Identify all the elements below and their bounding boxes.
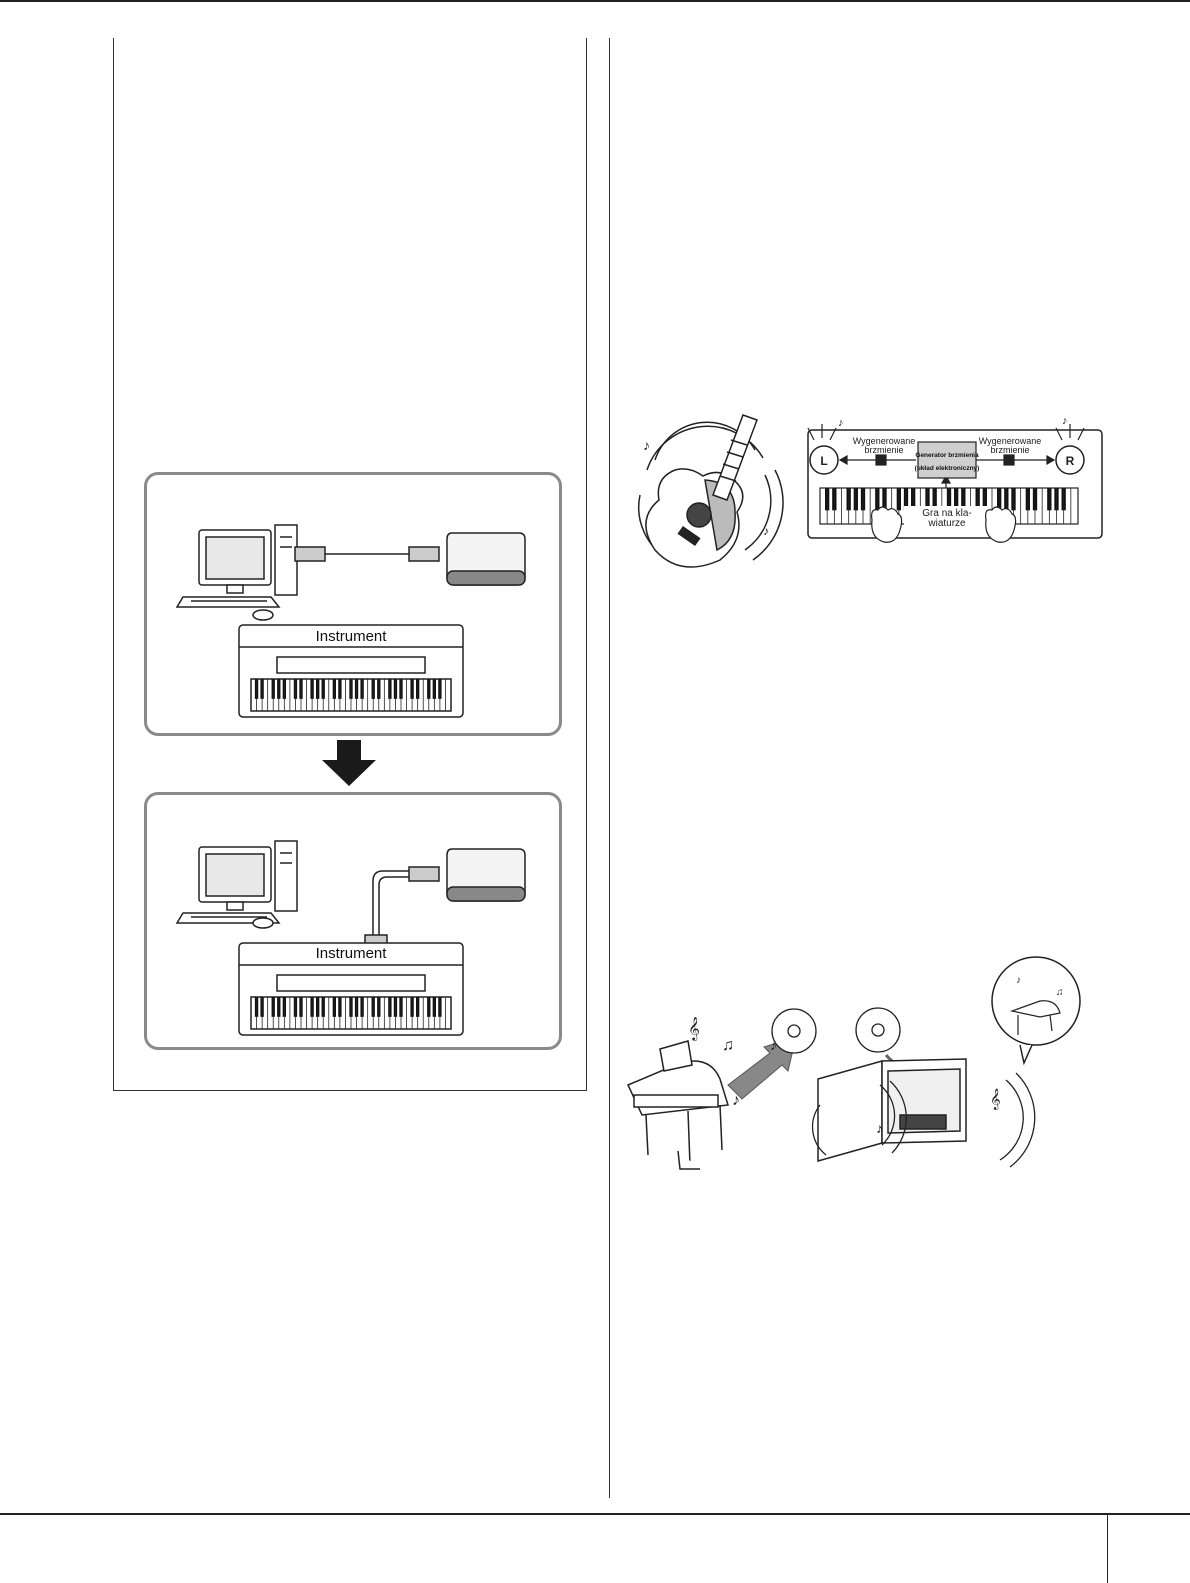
left-speaker-label: L — [820, 454, 827, 468]
music-note-icon: ♪ — [838, 417, 844, 429]
recording-playback-illustration: 𝄞 ♫ ♪ ♪ 𝄞 ♪ ♪ ♫ — [626, 956, 1081, 1170]
column-divider — [609, 38, 610, 1498]
down-arrow-icon — [322, 740, 376, 786]
right-speaker-label: R — [1066, 454, 1075, 468]
music-note-icon: ♪ — [770, 1037, 777, 1053]
connection-panel-before: Instrument — [144, 472, 562, 736]
connection-panel-after: Instrument — [144, 792, 562, 1050]
grand-piano-icon — [626, 1040, 729, 1170]
keyboard-keys — [250, 679, 446, 711]
top-rule — [0, 0, 1190, 2]
right-output-label: brzmienie — [990, 445, 1029, 455]
left-output-label: brzmienie — [864, 445, 903, 455]
music-note-icon: ♫ — [722, 1037, 734, 1054]
page-number-divider — [1107, 1513, 1108, 1583]
connection-illustration-after: Instrument — [175, 840, 526, 1036]
record-arrow-icon — [727, 1036, 797, 1100]
music-note-icon: ♪ — [643, 437, 650, 453]
stereo-system-icon — [817, 1058, 967, 1162]
music-note-icon: ♫ — [1056, 987, 1064, 998]
connection-illustration-before: Instrument — [175, 524, 526, 718]
right-output-label: Wygenerowane — [979, 436, 1041, 446]
generator-label: (układ elektroniczny) — [915, 465, 980, 472]
left-column-frame — [113, 38, 587, 1091]
sound-generator-box — [917, 441, 977, 479]
generator-label: Generator brzmienia — [915, 452, 979, 459]
music-note-icon: ♪ — [732, 1092, 740, 1109]
computer-icon — [175, 524, 298, 621]
acoustic-guitar-illustration: ♪ ♪ — [637, 414, 784, 568]
music-note-icon: 𝄞 — [688, 1018, 700, 1041]
keyboard-label: wiaturze — [927, 518, 966, 529]
left-speaker-icon — [809, 445, 839, 475]
instrument-label: Instrument — [316, 945, 388, 962]
keyboard-keys — [250, 997, 446, 1029]
music-note-icon: ♪ — [1016, 975, 1021, 986]
music-note-icon: ♪ — [876, 1120, 883, 1136]
hands-icon — [871, 506, 1017, 543]
music-note-icon: 𝄞 — [990, 1089, 1001, 1110]
keyboard-label: Gra na kla- — [922, 508, 971, 519]
storage-device-icon — [446, 848, 526, 902]
music-note-icon: ♪ — [1062, 415, 1068, 427]
instrument-label: Instrument — [316, 628, 388, 645]
usb-cable-icon — [294, 546, 440, 562]
left-output-label: Wygenerowane — [853, 436, 915, 446]
sound-generator-diagram: L R ♪ ♪ Wygenerowane brzmienie Wygenerow… — [807, 415, 1103, 543]
computer-icon — [175, 840, 298, 929]
music-note-icon: ♪ — [763, 524, 769, 538]
piano-thought-bubble — [991, 956, 1081, 1066]
storage-device-icon — [446, 532, 526, 586]
bottom-rule — [0, 1513, 1190, 1515]
right-speaker-icon — [1055, 445, 1085, 475]
